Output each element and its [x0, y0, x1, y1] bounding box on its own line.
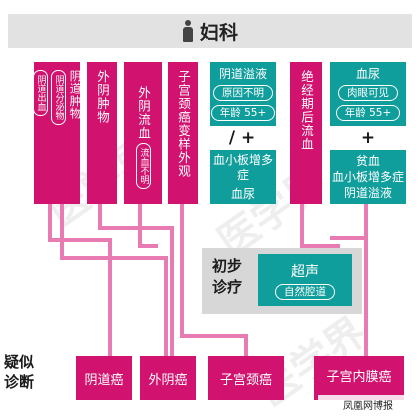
- symptom-title: 阴道肿物: [68, 70, 83, 120]
- category-title: 妇科: [199, 21, 238, 44]
- symptom-vulvar-bleeding: 外阴流血 流血不明: [124, 62, 162, 204]
- teal-line: 阴道溢液: [343, 185, 392, 200]
- teal-pill: 年龄 55+: [210, 105, 276, 121]
- source-watermark: 凤凰网博报: [318, 395, 418, 414]
- diagnosis-vaginal-cancer: 阴道癌: [76, 356, 132, 400]
- teal-line: 贫血: [355, 153, 380, 168]
- initial-diagnosis-label: 初步诊疗: [212, 257, 243, 296]
- symptom-title: 外阴流血: [136, 85, 151, 140]
- ultrasound-pill: 自然腔道: [275, 283, 335, 300]
- sign-right: +: [360, 128, 376, 148]
- category-header: 妇科: [8, 14, 412, 48]
- teal-pill: 肉眼可见: [338, 85, 398, 101]
- teal-line: 血小板增多症: [331, 169, 404, 184]
- teal-box-vaginal-discharge: 阴道溢液 原因不明 年龄 55+: [210, 62, 276, 126]
- ultrasound-title: 超声: [291, 263, 319, 280]
- symptom-pill: 阴道分泌物: [50, 70, 66, 125]
- ultrasound-box: 超声 自然腔道: [258, 254, 352, 306]
- teal-box-hematuria: 血尿 肉眼可见 年龄 55+: [330, 62, 406, 126]
- diagnosis-vulvar-cancer: 外阴癌: [140, 356, 196, 400]
- teal-title: 血尿: [355, 67, 380, 81]
- suspected-diagnosis-label: 疑似诊断: [4, 353, 35, 391]
- diagnosis-cervical-cancer: 子宫颈癌: [208, 356, 284, 400]
- symptom-title: 外阴肿物: [95, 70, 110, 124]
- symptom-vaginal-mass: 阴道肿物 阴道分泌物 阴道出血: [32, 62, 83, 204]
- diagnosis-endometrial-cancer: 子宫内膜癌: [314, 356, 404, 400]
- sign-left: / +: [228, 128, 256, 148]
- teal-title: 阴道溢液: [218, 67, 267, 81]
- symptom-title: 子宫颈癌变样外观: [176, 70, 191, 178]
- symptom-cervical-appearance: 子宫颈癌变样外观: [168, 62, 198, 204]
- symptom-pill: 流血不明: [135, 142, 151, 189]
- person-icon: [182, 20, 194, 42]
- teal-pill: 年龄 55+: [335, 105, 401, 121]
- symptom-pill: 阴道出血: [32, 70, 48, 116]
- symptom-vulvar-mass: 外阴肿物: [87, 62, 117, 204]
- symptom-title: 绝经期后流血: [299, 70, 314, 151]
- symptom-postmenopausal-bleeding: 绝经期后流血: [290, 62, 322, 204]
- teal-box-thrombocytosis: 血小板增多症 血尿: [210, 150, 276, 204]
- teal-line: 血小板增多症: [212, 152, 273, 182]
- teal-line: 血尿: [230, 186, 255, 201]
- teal-pill: 原因不明: [213, 85, 273, 101]
- teal-box-anemia: 贫血 血小板增多症 阴道溢液: [330, 150, 406, 204]
